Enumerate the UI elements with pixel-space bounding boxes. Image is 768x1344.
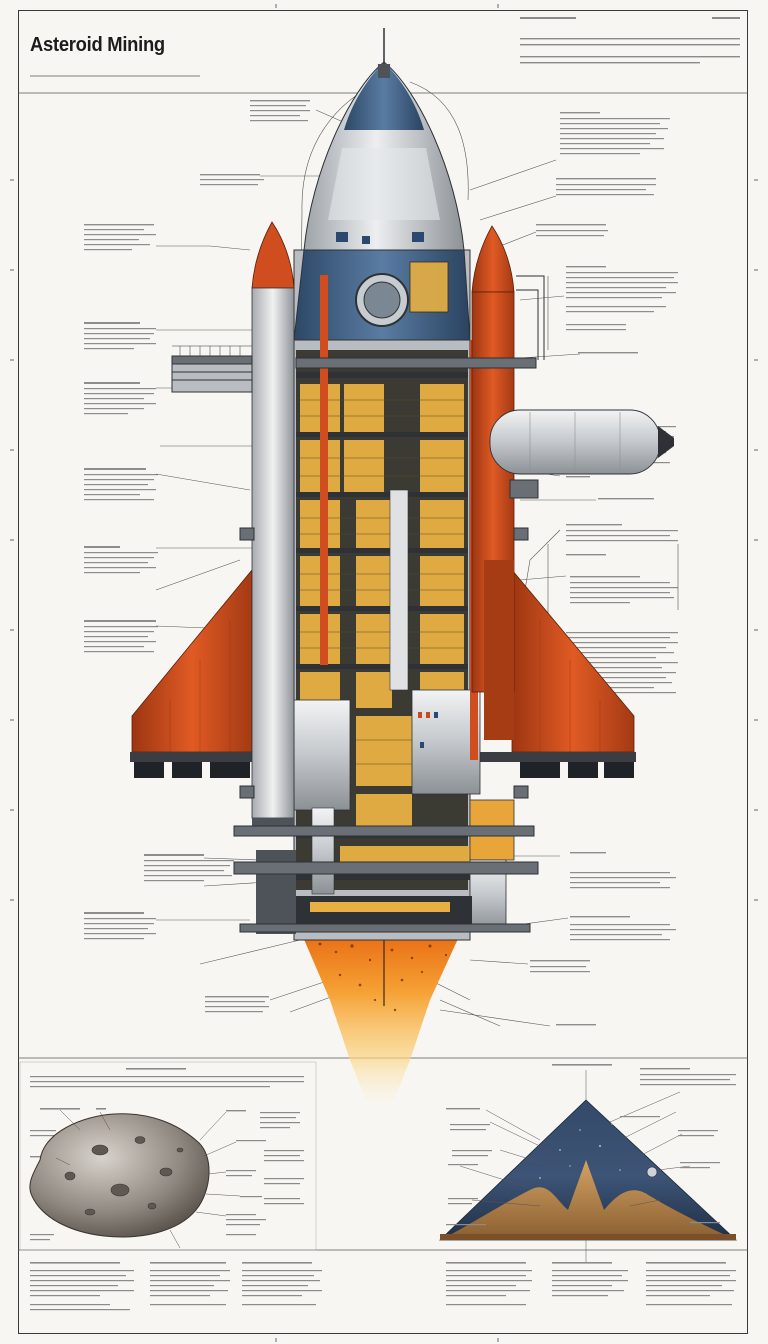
exhaust-plume bbox=[300, 930, 462, 1110]
left-wing bbox=[131, 568, 253, 753]
asteroid-panel bbox=[19, 1061, 317, 1251]
right-booster-nose bbox=[471, 225, 515, 293]
header-spec-block bbox=[520, 17, 740, 64]
frame-ticks bbox=[10, 4, 758, 1342]
left-booster-nose bbox=[251, 221, 295, 289]
left-booster bbox=[251, 287, 295, 819]
page-title: Asteroid Mining bbox=[30, 34, 165, 56]
footer-notes bbox=[30, 1262, 736, 1311]
sheet-border bbox=[18, 10, 748, 1334]
mining-mountain-icon bbox=[439, 1064, 738, 1262]
right-callouts bbox=[530, 112, 678, 1026]
gantry bbox=[171, 275, 545, 933]
left-callouts bbox=[84, 100, 310, 1013]
rocket-icon bbox=[130, 28, 674, 1110]
asteroid-icon bbox=[29, 1113, 210, 1238]
